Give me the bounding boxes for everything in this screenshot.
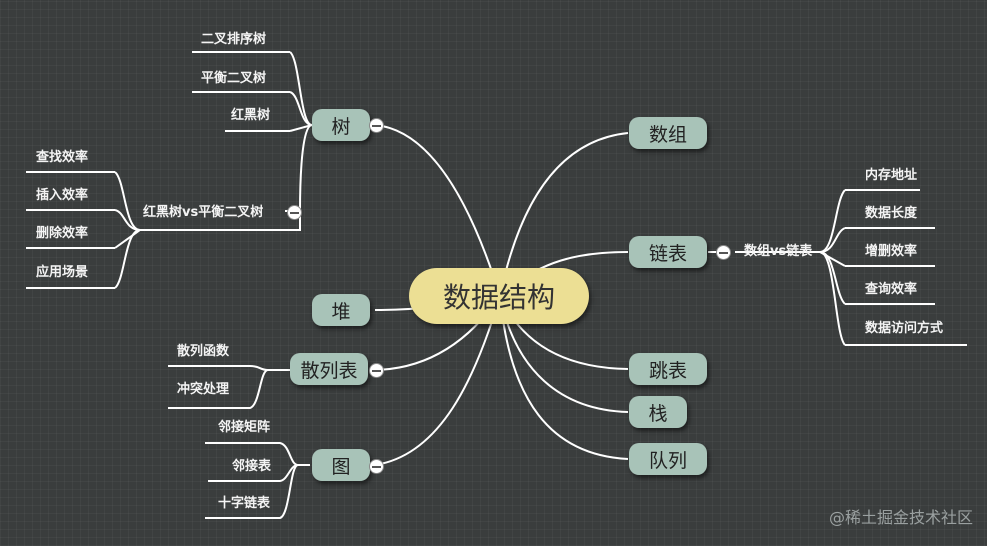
watermark: @稀土掘金技术社区 — [828, 508, 973, 527]
leaf-red-black-tree[interactable]: 红黑树 — [231, 108, 271, 123]
node-array[interactable]: 数组 — [629, 117, 707, 149]
leaf-data-access-method[interactable]: 数据访问方式 — [865, 321, 944, 336]
collapse-toggle-tree[interactable] — [369, 118, 384, 133]
leaf-hash-function[interactable]: 散列函数 — [177, 344, 230, 359]
leaf-insert-delete-efficiency[interactable]: 增删效率 — [865, 244, 918, 259]
leaf-adjacency-list[interactable]: 邻接表 — [232, 459, 272, 474]
node-queue[interactable]: 队列 — [629, 443, 707, 475]
collapse-toggle-graph[interactable] — [369, 459, 384, 474]
leaf-adjacency-matrix[interactable]: 邻接矩阵 — [218, 420, 271, 435]
node-graph[interactable]: 图 — [312, 449, 370, 481]
node-linked-list[interactable]: 链表 — [629, 236, 707, 268]
leaf-memory-address[interactable]: 内存地址 — [865, 168, 918, 183]
root-node[interactable]: 数据结构 — [409, 268, 589, 324]
node-stack[interactable]: 栈 — [629, 396, 687, 428]
leaf-balanced-binary-tree[interactable]: 平衡二叉树 — [201, 71, 267, 86]
branch-rb-vs-avl[interactable]: 红黑树vs平衡二叉树 — [143, 205, 264, 220]
leaf-insert-efficiency[interactable]: 插入效率 — [36, 188, 89, 203]
leaf-delete-efficiency[interactable]: 删除效率 — [36, 226, 89, 241]
collapse-toggle-linked-list[interactable] — [716, 245, 731, 260]
leaf-collision-handling[interactable]: 冲突处理 — [177, 382, 230, 397]
leaf-query-efficiency[interactable]: 查询效率 — [865, 282, 918, 297]
collapse-toggle-rb-vs-avl[interactable] — [287, 205, 302, 220]
leaf-search-efficiency[interactable]: 查找效率 — [36, 150, 89, 165]
collapse-toggle-hash-table[interactable] — [369, 363, 384, 378]
node-tree[interactable]: 树 — [312, 109, 370, 141]
leaf-data-length[interactable]: 数据长度 — [865, 206, 918, 221]
leaf-binary-sort-tree[interactable]: 二叉排序树 — [201, 32, 267, 47]
leaf-orthogonal-list[interactable]: 十字链表 — [218, 496, 271, 511]
node-hash-table[interactable]: 散列表 — [290, 353, 368, 385]
node-skip-list[interactable]: 跳表 — [629, 353, 707, 385]
leaf-application-scenario[interactable]: 应用场景 — [36, 265, 89, 280]
node-heap[interactable]: 堆 — [312, 294, 370, 326]
branch-array-vs-list[interactable]: 数组vs链表 — [744, 244, 813, 259]
